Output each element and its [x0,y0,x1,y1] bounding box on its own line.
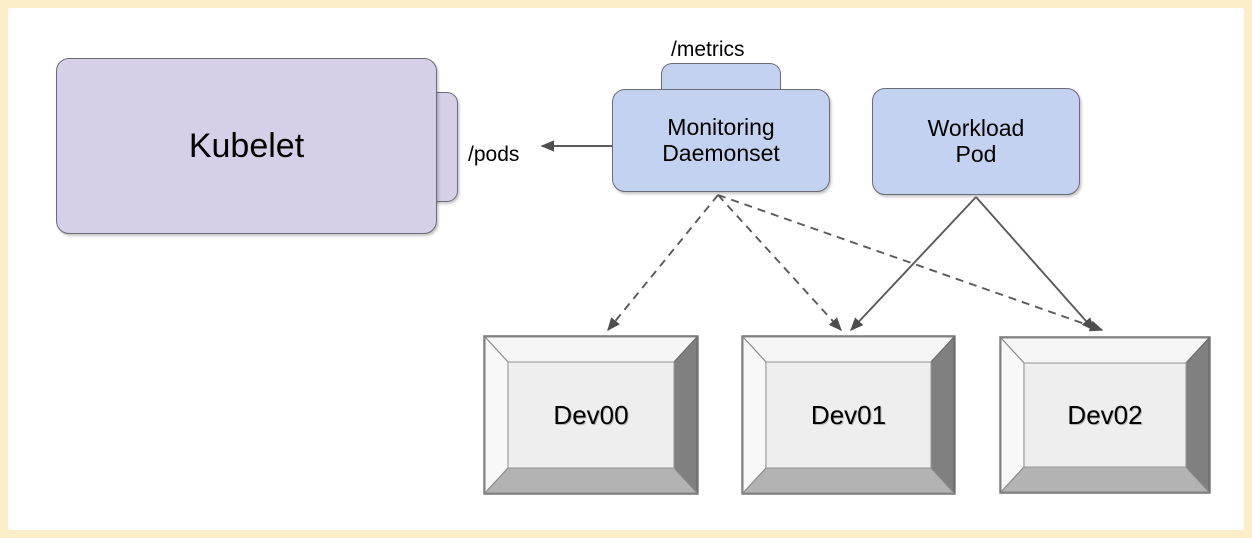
device-label-dev01: Dev01 [810,400,887,430]
edge-workload-uses-dev01 [850,196,977,331]
node-monitoring-daemonset-label: Monitoring Daemonset [662,113,780,167]
label-metrics-endpoint: /metrics [671,38,745,61]
edge-monitoring-scrapes-dev02 [717,194,1104,332]
edge-workload-uses-dev02 [975,196,1095,331]
node-workload-pod-label-line1: Workload [927,114,1025,141]
edge-monitoring-scrapes-dev00 [607,194,719,332]
device-label-dev00: Dev00 [553,400,629,430]
device-label-dev02: Dev02 [1067,400,1143,430]
node-monitoring-daemonset-label-line1: Monitoring [667,113,775,140]
label-pods-endpoint: /pods [468,143,520,166]
node-workload-pod-label: Workload Pod [927,114,1025,168]
node-monitoring-daemonset-label-line2: Daemonset [662,139,780,166]
device-box-dev00[interactable]: Dev00 [483,335,699,495]
node-kubelet-label: Kubelet [188,126,305,165]
device-box-dev01[interactable]: Dev01 [741,335,956,495]
device-box-dev02[interactable]: Dev02 [999,336,1211,494]
edge-monitoring-scrapes-dev01 [717,194,842,331]
diagram-canvas: Kubelet /pods /metrics Monitoring Daemon… [8,8,1244,530]
node-monitoring-daemonset[interactable]: Monitoring Daemonset [612,89,830,192]
node-kubelet[interactable]: Kubelet [56,58,437,234]
monitoring-metrics-endpoint-tab[interactable] [661,63,781,93]
device-bevel-icon [999,336,1211,494]
device-bevel-icon [741,335,956,495]
device-bevel-icon [483,335,699,495]
node-workload-pod-label-line2: Pod [955,140,997,167]
node-workload-pod[interactable]: Workload Pod [872,88,1080,195]
